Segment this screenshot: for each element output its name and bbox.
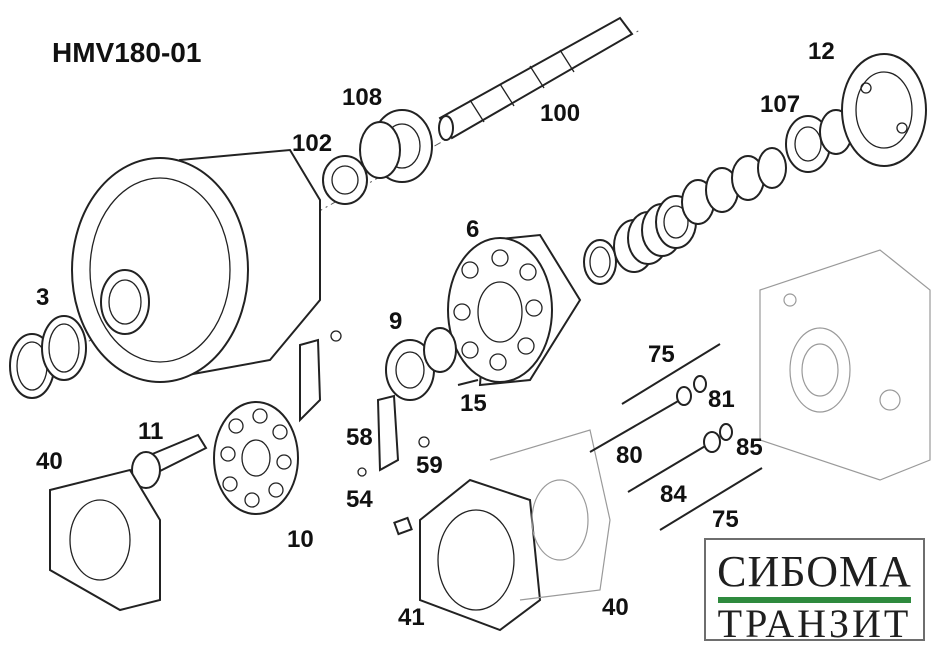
swash-plate-41	[393, 478, 542, 632]
label-part-3: 3	[36, 284, 50, 311]
label-part-107: 107	[760, 91, 801, 118]
label-part-9: 9	[389, 308, 403, 335]
label-part-40-left: 40	[36, 448, 63, 475]
shaft	[438, 16, 634, 141]
valve-body	[759, 249, 931, 481]
label-part-15: 15	[460, 390, 487, 417]
label-part-59: 59	[416, 452, 443, 479]
watermark-divider	[718, 597, 911, 603]
watermark-line-1: СИБОМА	[717, 547, 912, 596]
label-part-85: 85	[736, 434, 763, 461]
label-part-75-bottom: 75	[712, 506, 739, 533]
valve-plate-12	[841, 53, 927, 167]
retainer-plate-10	[213, 401, 299, 515]
long-bolts	[589, 343, 763, 531]
label-part-100: 100	[540, 100, 581, 127]
label-part-58: 58	[346, 424, 373, 451]
piston-11	[131, 433, 208, 489]
cylinder-block-6	[447, 233, 582, 387]
label-part-10: 10	[287, 526, 314, 553]
label-part-41: 41	[398, 604, 425, 631]
label-part-12: 12	[808, 38, 835, 65]
bearing-108	[359, 109, 433, 183]
watermark-line-2: ТРАНЗИТ	[717, 601, 912, 646]
label-part-6: 6	[466, 216, 480, 243]
model-title: HMV180-01	[52, 37, 202, 68]
label-part-54: 54	[346, 486, 373, 513]
label-part-108: 108	[342, 84, 383, 111]
snap-rings-3	[9, 315, 87, 399]
retainer-9	[385, 327, 479, 401]
label-part-40-right: 40	[602, 594, 629, 621]
label-part-11: 11	[138, 418, 164, 445]
ring-102	[322, 155, 368, 205]
swash-bracket-right	[489, 429, 611, 601]
motor-housing	[71, 148, 321, 383]
swash-bracket-left	[49, 468, 161, 612]
company-watermark: СИБОМА ТРАНЗИТ	[704, 538, 925, 646]
label-part-84: 84	[660, 481, 687, 508]
spring-stack	[583, 147, 787, 285]
label-part-81: 81	[708, 386, 735, 413]
guide-parts	[299, 330, 430, 477]
label-part-102: 102	[292, 130, 333, 157]
label-part-75-top: 75	[648, 341, 675, 368]
label-part-80: 80	[616, 442, 643, 469]
